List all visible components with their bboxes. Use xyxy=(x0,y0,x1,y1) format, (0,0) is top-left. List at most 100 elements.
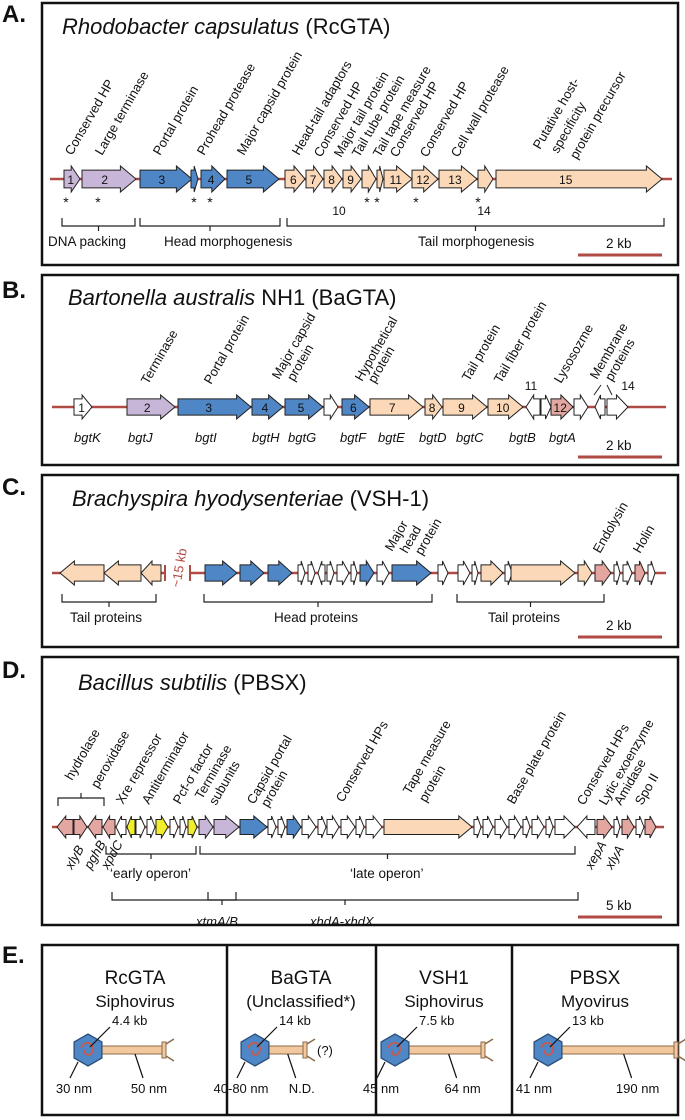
gene-arrow xyxy=(297,560,306,586)
gene-name: bgtH xyxy=(252,430,280,445)
star-marker: * xyxy=(63,194,69,210)
panel-b-title: Bartonella australis NH1 (BaGTA) xyxy=(68,285,397,310)
gene-number: 7 xyxy=(389,401,396,415)
gene-arrow xyxy=(471,560,479,586)
panel-b-frame xyxy=(40,273,680,467)
gene-arrow xyxy=(613,815,621,839)
virus-name: BaGTA xyxy=(271,968,332,989)
gene-arrow xyxy=(213,814,240,840)
gene-arrow xyxy=(305,164,324,194)
group-label: Head morphogenesis xyxy=(164,234,293,249)
virus-type: Siphovirus xyxy=(404,992,483,1011)
gene-name: xepA xyxy=(581,838,609,872)
gene-arrow xyxy=(613,560,621,586)
star-marker: * xyxy=(413,194,419,210)
gene-number: 4 xyxy=(262,401,269,415)
gene-arrow xyxy=(140,559,162,587)
tail-shaft xyxy=(268,1045,304,1055)
gene-arrow xyxy=(635,815,645,839)
gene-name: bgtJ xyxy=(128,430,153,445)
gene-arrow xyxy=(473,815,482,839)
gene-arrow xyxy=(540,394,552,420)
virus-type: Siphovirus xyxy=(95,992,174,1011)
gene-arrow xyxy=(340,814,356,840)
gene-name: bgtC xyxy=(456,430,484,445)
bracket xyxy=(207,892,237,901)
group-label: Tail morphogenesis xyxy=(418,234,535,249)
gene-number: 10 xyxy=(496,401,510,415)
gene-number: 2 xyxy=(101,173,108,187)
star-marker: * xyxy=(191,194,197,210)
gene-arrow xyxy=(644,815,657,839)
panel-c-title: Brachyspira hyodysenteriae (VSH-1) xyxy=(72,486,429,511)
tail-length: 64 nm xyxy=(445,1081,481,1096)
gene-arrow xyxy=(376,165,384,193)
panel-c: C. Brachyspira hyodysenteriae (VSH-1) ~1… xyxy=(2,473,680,649)
dna-coil xyxy=(540,1042,554,1056)
gene-arrow xyxy=(383,814,473,840)
base-plate xyxy=(161,1041,167,1059)
gene-arrow xyxy=(482,815,494,839)
gene-arrow xyxy=(317,560,326,586)
gene-track-d xyxy=(56,814,657,840)
gene-arrow xyxy=(442,393,488,421)
panel-a-frame xyxy=(40,1,680,267)
gene-arrow xyxy=(622,560,633,586)
tail-fibers xyxy=(165,1038,175,1062)
gene-name: bgtF xyxy=(340,430,367,445)
gene-arrow xyxy=(494,814,508,840)
gene-arrow xyxy=(59,559,105,587)
dna-coil xyxy=(80,1042,94,1056)
gene-number: 1 xyxy=(78,401,85,415)
gene-arrow xyxy=(647,560,656,586)
gene-number: 12 xyxy=(416,173,430,187)
virus-type: Myovirus xyxy=(561,992,629,1011)
panel-a-letter: A. xyxy=(2,1,26,28)
gene-arrow xyxy=(200,164,226,194)
gene-arrow xyxy=(596,814,613,840)
gene-arrow xyxy=(277,815,286,839)
bracket xyxy=(139,218,281,227)
scale-label: 2 kb xyxy=(606,618,632,633)
gene-arrow xyxy=(239,814,268,840)
gene-arrow xyxy=(545,815,554,839)
gene-arrow xyxy=(103,559,142,587)
gene-arrow xyxy=(81,164,137,194)
tail-shaft xyxy=(561,1045,675,1055)
gene-arrow xyxy=(359,559,375,587)
head-size: 40-80 nm xyxy=(214,1081,269,1096)
gene-name: bgtG xyxy=(288,430,316,445)
gene-arrow xyxy=(323,393,339,421)
gene-arrow xyxy=(204,559,238,587)
gene-label: Terminase xyxy=(138,327,181,386)
gene-arrow xyxy=(139,164,193,194)
gene-number: 3 xyxy=(205,401,212,415)
group-label: DNA packing xyxy=(48,234,126,249)
gene-arrow xyxy=(63,164,81,194)
scale-label: 2 kb xyxy=(606,236,632,251)
genome-size: 14 kb xyxy=(279,1013,311,1028)
gene-arrow xyxy=(87,814,103,840)
bracket xyxy=(61,594,157,603)
tail-fibers xyxy=(484,1038,494,1062)
gene-number: 10 xyxy=(332,204,346,218)
gene-arrow xyxy=(411,164,439,194)
tail-length: N.D. xyxy=(289,1081,315,1096)
gene-arrow xyxy=(365,814,383,840)
panel-b-letter: B. xyxy=(2,277,26,304)
gene-arrow xyxy=(621,814,635,840)
gene-arrow xyxy=(326,814,340,840)
gene-arrow xyxy=(508,814,522,840)
gene-number: 9 xyxy=(458,401,465,415)
genome-size: 4.4 kb xyxy=(112,1013,147,1028)
gene-arrow xyxy=(369,393,424,421)
gene-number: 9 xyxy=(347,173,354,187)
virus-name: VSH1 xyxy=(419,968,469,989)
leader-line xyxy=(256,1026,278,1048)
dna-coil xyxy=(247,1042,261,1056)
leader-line xyxy=(89,1026,111,1048)
